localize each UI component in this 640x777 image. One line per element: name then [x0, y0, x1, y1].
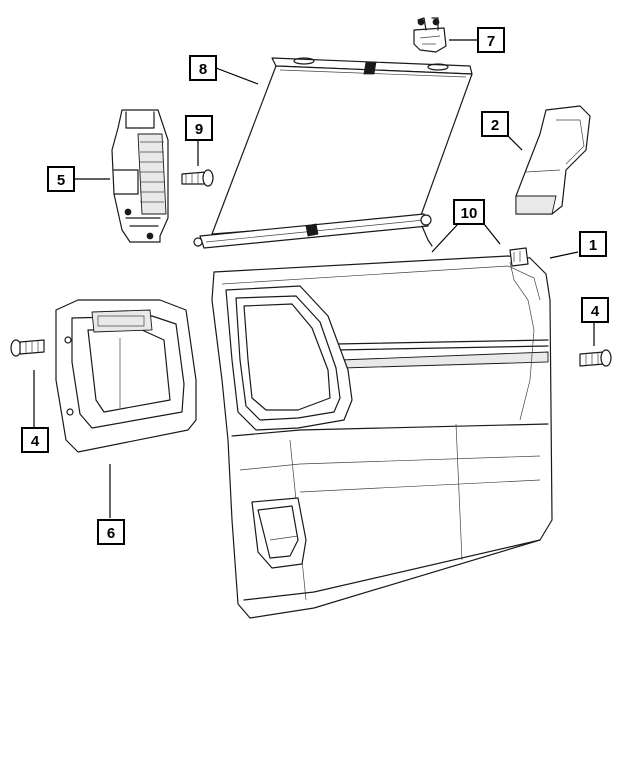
- part-6-handle-bezel: [55, 299, 197, 453]
- part-8-sunshade: [193, 57, 473, 249]
- callout-5: 5: [47, 166, 75, 192]
- callout-1: 1: [579, 231, 607, 257]
- part-1-door-trim-panel: [211, 255, 553, 619]
- callout-4-left-label: 4: [31, 433, 40, 450]
- part-9-screw: [181, 169, 214, 187]
- callout-4-right: 4: [581, 297, 609, 323]
- callout-2: 2: [481, 111, 509, 137]
- part-4-screw-right: [579, 349, 612, 367]
- callout-10-label: 10: [461, 205, 478, 222]
- callout-6-label: 6: [107, 525, 115, 542]
- callout-9-label: 9: [195, 121, 203, 138]
- callout-8-label: 8: [199, 61, 207, 78]
- callout-9: 9: [185, 115, 213, 141]
- callout-4-left: 4: [21, 427, 49, 453]
- callout-10: 10: [453, 199, 485, 225]
- part-7-clip: [413, 17, 447, 53]
- part-10-bracket: [509, 247, 529, 267]
- part-4-screw-left: [10, 339, 45, 357]
- callout-7-label: 7: [487, 33, 495, 50]
- callout-7: 7: [477, 27, 505, 53]
- part-2-trim-piece: [515, 105, 591, 215]
- callout-1-label: 1: [589, 237, 597, 254]
- callout-6: 6: [97, 519, 125, 545]
- callout-2-label: 2: [491, 117, 499, 134]
- callout-5-label: 5: [57, 172, 65, 189]
- callout-8: 8: [189, 55, 217, 81]
- callout-4-right-label: 4: [591, 303, 600, 320]
- part-5-handle-assembly: [111, 109, 169, 243]
